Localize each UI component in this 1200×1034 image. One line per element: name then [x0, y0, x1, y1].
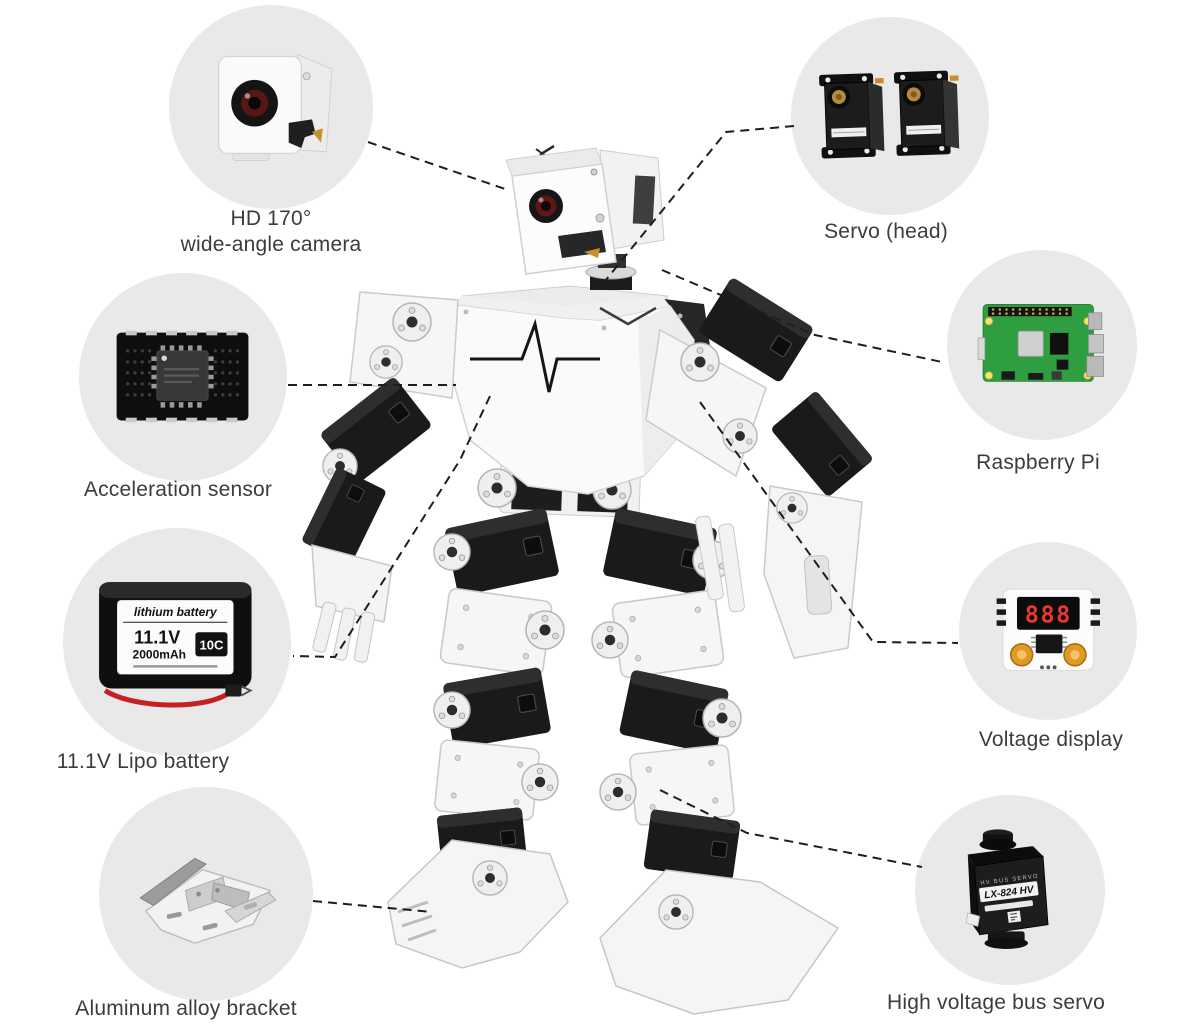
robot-antenna-right — [535, 148, 553, 183]
robot-head — [505, 144, 665, 290]
servo-head-icon — [818, 70, 960, 159]
acceleration-sensor-icon — [117, 331, 249, 423]
robot-pelvis — [498, 452, 642, 518]
feature-circle-voltage-display: 888 — [959, 542, 1137, 720]
robot-right-arm — [645, 276, 875, 659]
feature-circle-raspberry-pi — [947, 250, 1137, 440]
feature-circle-acceleration-sensor — [79, 273, 287, 481]
label-acceleration-sensor: Acceleration sensor — [83, 478, 273, 501]
battery-capacity-text: 2000mAh — [132, 647, 185, 661]
leader-voltage-display — [699, 401, 959, 644]
robot-left-leg — [387, 506, 569, 969]
label-aluminum-bracket: Aluminum alloy bracket — [75, 997, 297, 1020]
voltage-display-icon: 888 — [996, 588, 1100, 671]
label-camera: HD 170° wide-angle camera — [181, 206, 362, 259]
robot-right-hand — [763, 485, 863, 659]
feature-circle-lipo-battery: lithium battery 11.1V 2000mAh 10C — [63, 528, 291, 756]
robot-chest-pulse — [470, 318, 600, 393]
feature-circle-servo-head — [791, 17, 989, 215]
camera-icon — [218, 54, 333, 162]
robot-left-arm — [300, 291, 459, 663]
label-raspberry-pi: Raspberry Pi — [976, 451, 1100, 474]
label-camera-line2: wide-angle camera — [180, 233, 362, 257]
label-servo-head: Servo (head) — [824, 220, 948, 243]
robot-left-hand — [311, 544, 393, 623]
battery-icon: lithium battery 11.1V 2000mAh 10C — [98, 581, 253, 708]
servo-left — [818, 73, 885, 159]
robot-antenna-left — [532, 144, 555, 185]
leader-raspberry-pi — [661, 269, 943, 363]
battery-brand-text: lithium battery — [134, 605, 218, 619]
leader-lipo-battery — [292, 395, 491, 659]
label-camera-line1: HD 170° — [230, 207, 312, 230]
hv-bus-servo-icon: HV BUS SERVO LX-824 HV — [966, 829, 1049, 950]
robot-left-foot — [387, 839, 569, 969]
label-voltage-display: Voltage display — [978, 728, 1124, 751]
leader-aluminum-bracket — [312, 900, 433, 913]
robot-torso — [432, 285, 712, 495]
feature-circle-aluminum-bracket — [99, 787, 313, 1001]
battery-c-rating-text: 10C — [199, 637, 223, 652]
leader-camera — [367, 141, 509, 191]
leader-hv-bus-servo — [659, 789, 923, 868]
robot-right-foot — [599, 869, 840, 1015]
feature-circle-hv-bus-servo: HV BUS SERVO LX-824 HV — [915, 795, 1105, 985]
leader-servo-head — [600, 125, 795, 287]
robot-right-leg — [591, 506, 840, 1015]
robot — [300, 144, 875, 1015]
robot-head-camera-lens — [529, 189, 563, 223]
voltage-digits-text: 888 — [1024, 600, 1071, 628]
feature-circle-camera — [169, 5, 373, 209]
battery-wire — [103, 687, 231, 708]
servo-right — [893, 70, 960, 156]
aluminum-bracket-icon — [139, 857, 277, 944]
label-lipo-battery: 11.1V Lipo battery — [56, 750, 230, 773]
label-hv-bus-servo: High voltage bus servo — [886, 991, 1106, 1014]
battery-voltage-text: 11.1V — [134, 627, 180, 647]
raspberry-pi-icon — [978, 304, 1105, 383]
